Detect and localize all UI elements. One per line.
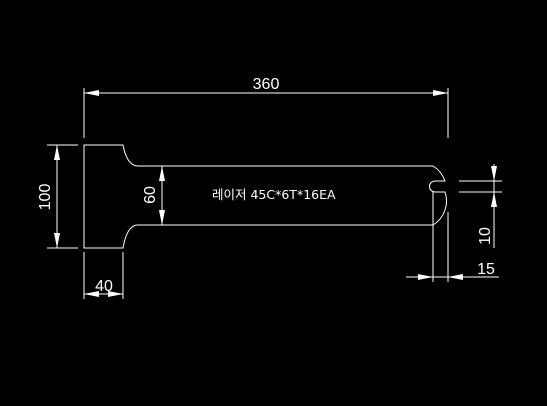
dim-label-slot-depth: 15	[477, 261, 495, 278]
dimension-overall-length: 360	[83, 76, 449, 138]
part-profile	[83, 144, 447, 249]
dim-label-head-height: 100	[37, 184, 54, 211]
dimension-shaft-width: 60	[142, 166, 165, 225]
part-outline	[83, 144, 447, 249]
dimension-head-height: 100	[37, 144, 78, 249]
dim-label-slot-width: 10	[477, 227, 494, 245]
dimension-slot-depth: 15	[406, 191, 499, 282]
dimension-head-width: 40	[83, 252, 124, 299]
part-note: 레이저 45C*6T*16EA	[212, 187, 336, 202]
dim-label-shaft-width: 60	[142, 186, 159, 204]
dim-label-overall-length: 360	[253, 76, 280, 93]
dim-label-head-width: 40	[95, 278, 113, 295]
dimension-slot-width: 10	[459, 164, 502, 248]
